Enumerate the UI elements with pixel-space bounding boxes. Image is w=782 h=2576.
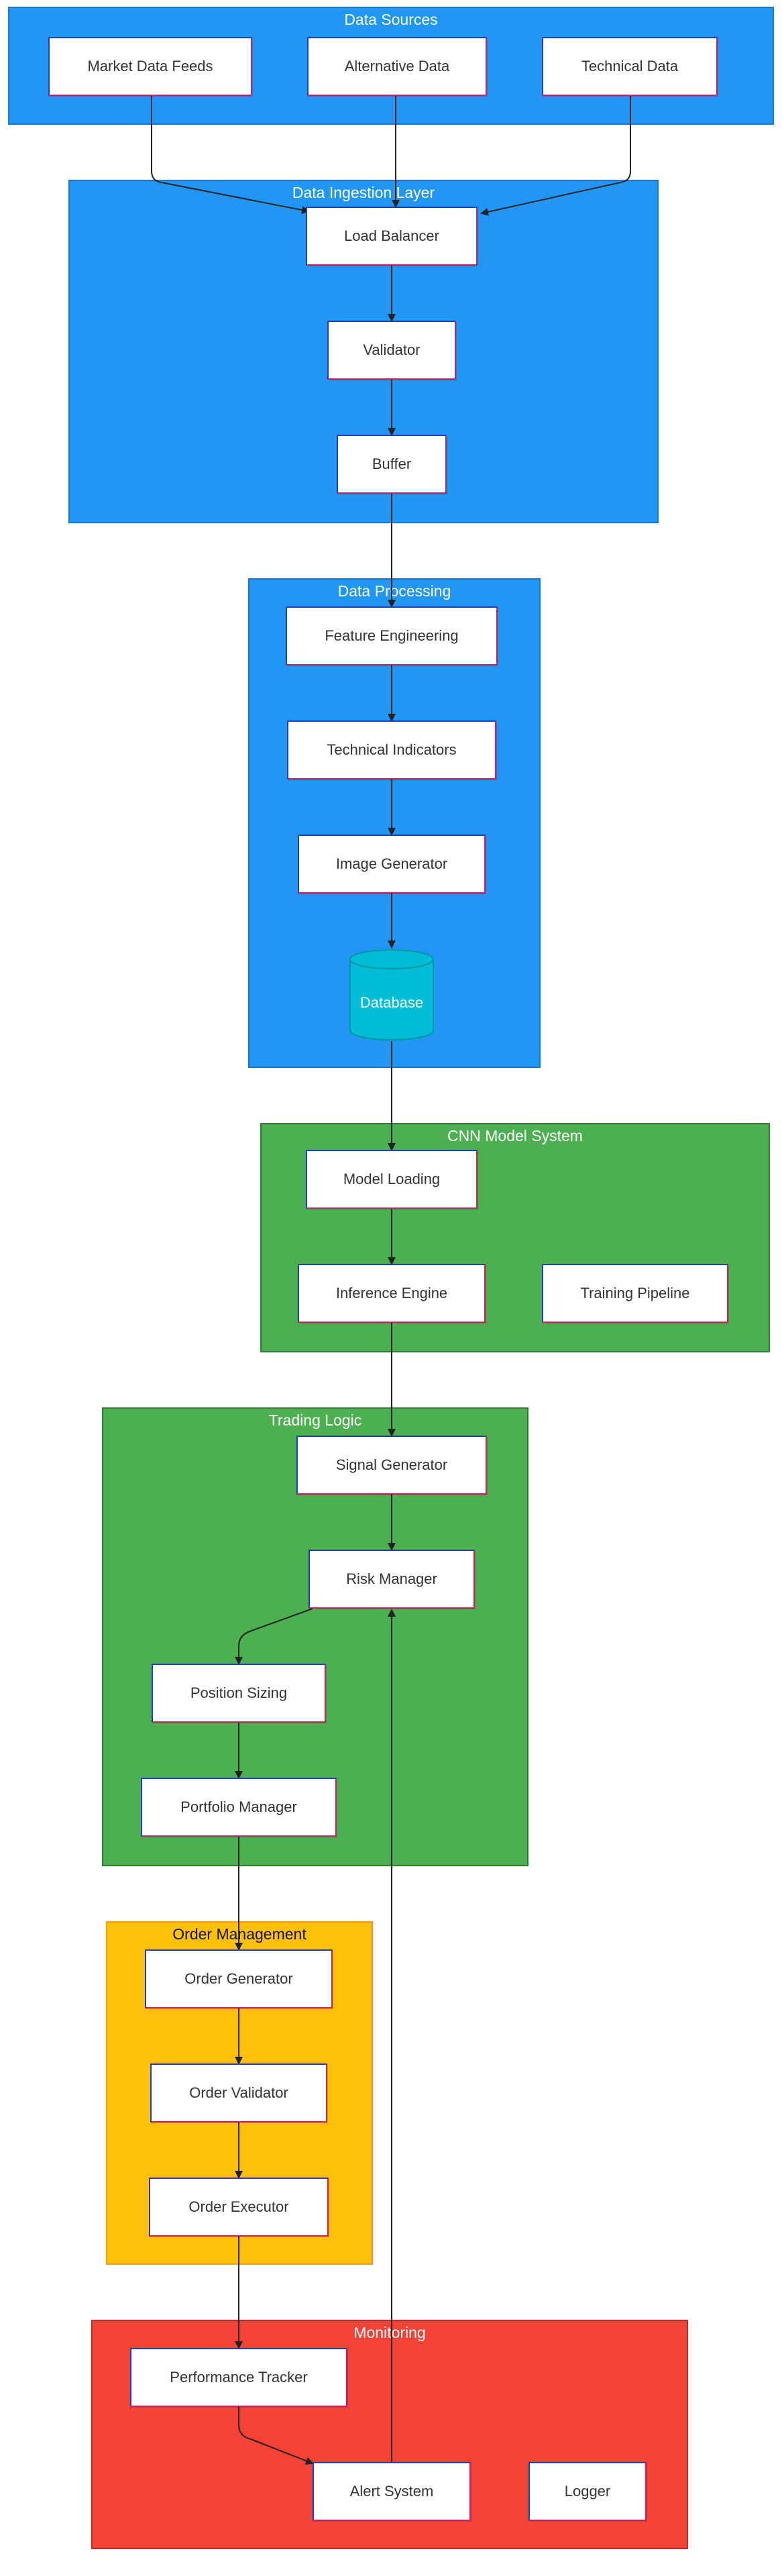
node-technical-data[interactable]: Technical Data	[542, 37, 718, 96]
database-cylinder	[349, 949, 434, 1040]
node-model-loading[interactable]: Model Loading	[306, 1150, 478, 1209]
group-title-data-processing: Data Processing	[337, 582, 451, 600]
node-training-pipeline[interactable]: Training Pipeline	[542, 1264, 728, 1323]
node-performance-tracker[interactable]: Performance Tracker	[130, 2348, 347, 2407]
node-position-sizing[interactable]: Position Sizing	[152, 1664, 326, 1723]
node-load-balancer[interactable]: Load Balancer	[306, 207, 478, 266]
edge-technical-to-loadbalancer	[480, 96, 631, 216]
node-validator[interactable]: Validator	[327, 321, 456, 380]
node-inference-engine[interactable]: Inference Engine	[298, 1264, 486, 1323]
node-risk-manager[interactable]: Risk Manager	[309, 1550, 475, 1609]
group-title-monitoring: Monitoring	[353, 2324, 426, 2341]
node-order-validator[interactable]: Order Validator	[150, 2063, 327, 2123]
group-title-data-sources: Data Sources	[344, 11, 438, 28]
edge-market-to-loadbalancer	[151, 96, 310, 214]
node-feature-engineering[interactable]: Feature Engineering	[286, 606, 498, 665]
edge-riskmanager-to-positionsizing	[235, 1608, 313, 1665]
node-portfolio-manager[interactable]: Portfolio Manager	[141, 1778, 337, 1837]
node-buffer[interactable]: Buffer	[337, 435, 447, 494]
node-logger[interactable]: Logger	[528, 2462, 647, 2521]
node-alert-system[interactable]: Alert System	[313, 2462, 471, 2521]
node-technical-indicators[interactable]: Technical Indicators	[287, 720, 496, 780]
node-order-generator[interactable]: Order Generator	[145, 1949, 333, 2008]
node-signal-generator[interactable]: Signal Generator	[296, 1436, 487, 1495]
edge-performancetracker-to-alertsystem	[238, 2407, 314, 2465]
group-title-data-ingestion: Data Ingestion Layer	[292, 184, 435, 201]
node-image-generator[interactable]: Image Generator	[298, 835, 486, 894]
group-title-cnn-model: CNN Model System	[447, 1127, 583, 1144]
group-title-trading-logic: Trading Logic	[268, 1411, 362, 1429]
node-order-executor[interactable]: Order Executor	[149, 2178, 329, 2237]
node-database-label: Database	[359, 994, 424, 1011]
node-alternative-data[interactable]: Alternative Data	[307, 37, 487, 96]
node-market-data-feeds[interactable]: Market Data Feeds	[48, 37, 252, 96]
